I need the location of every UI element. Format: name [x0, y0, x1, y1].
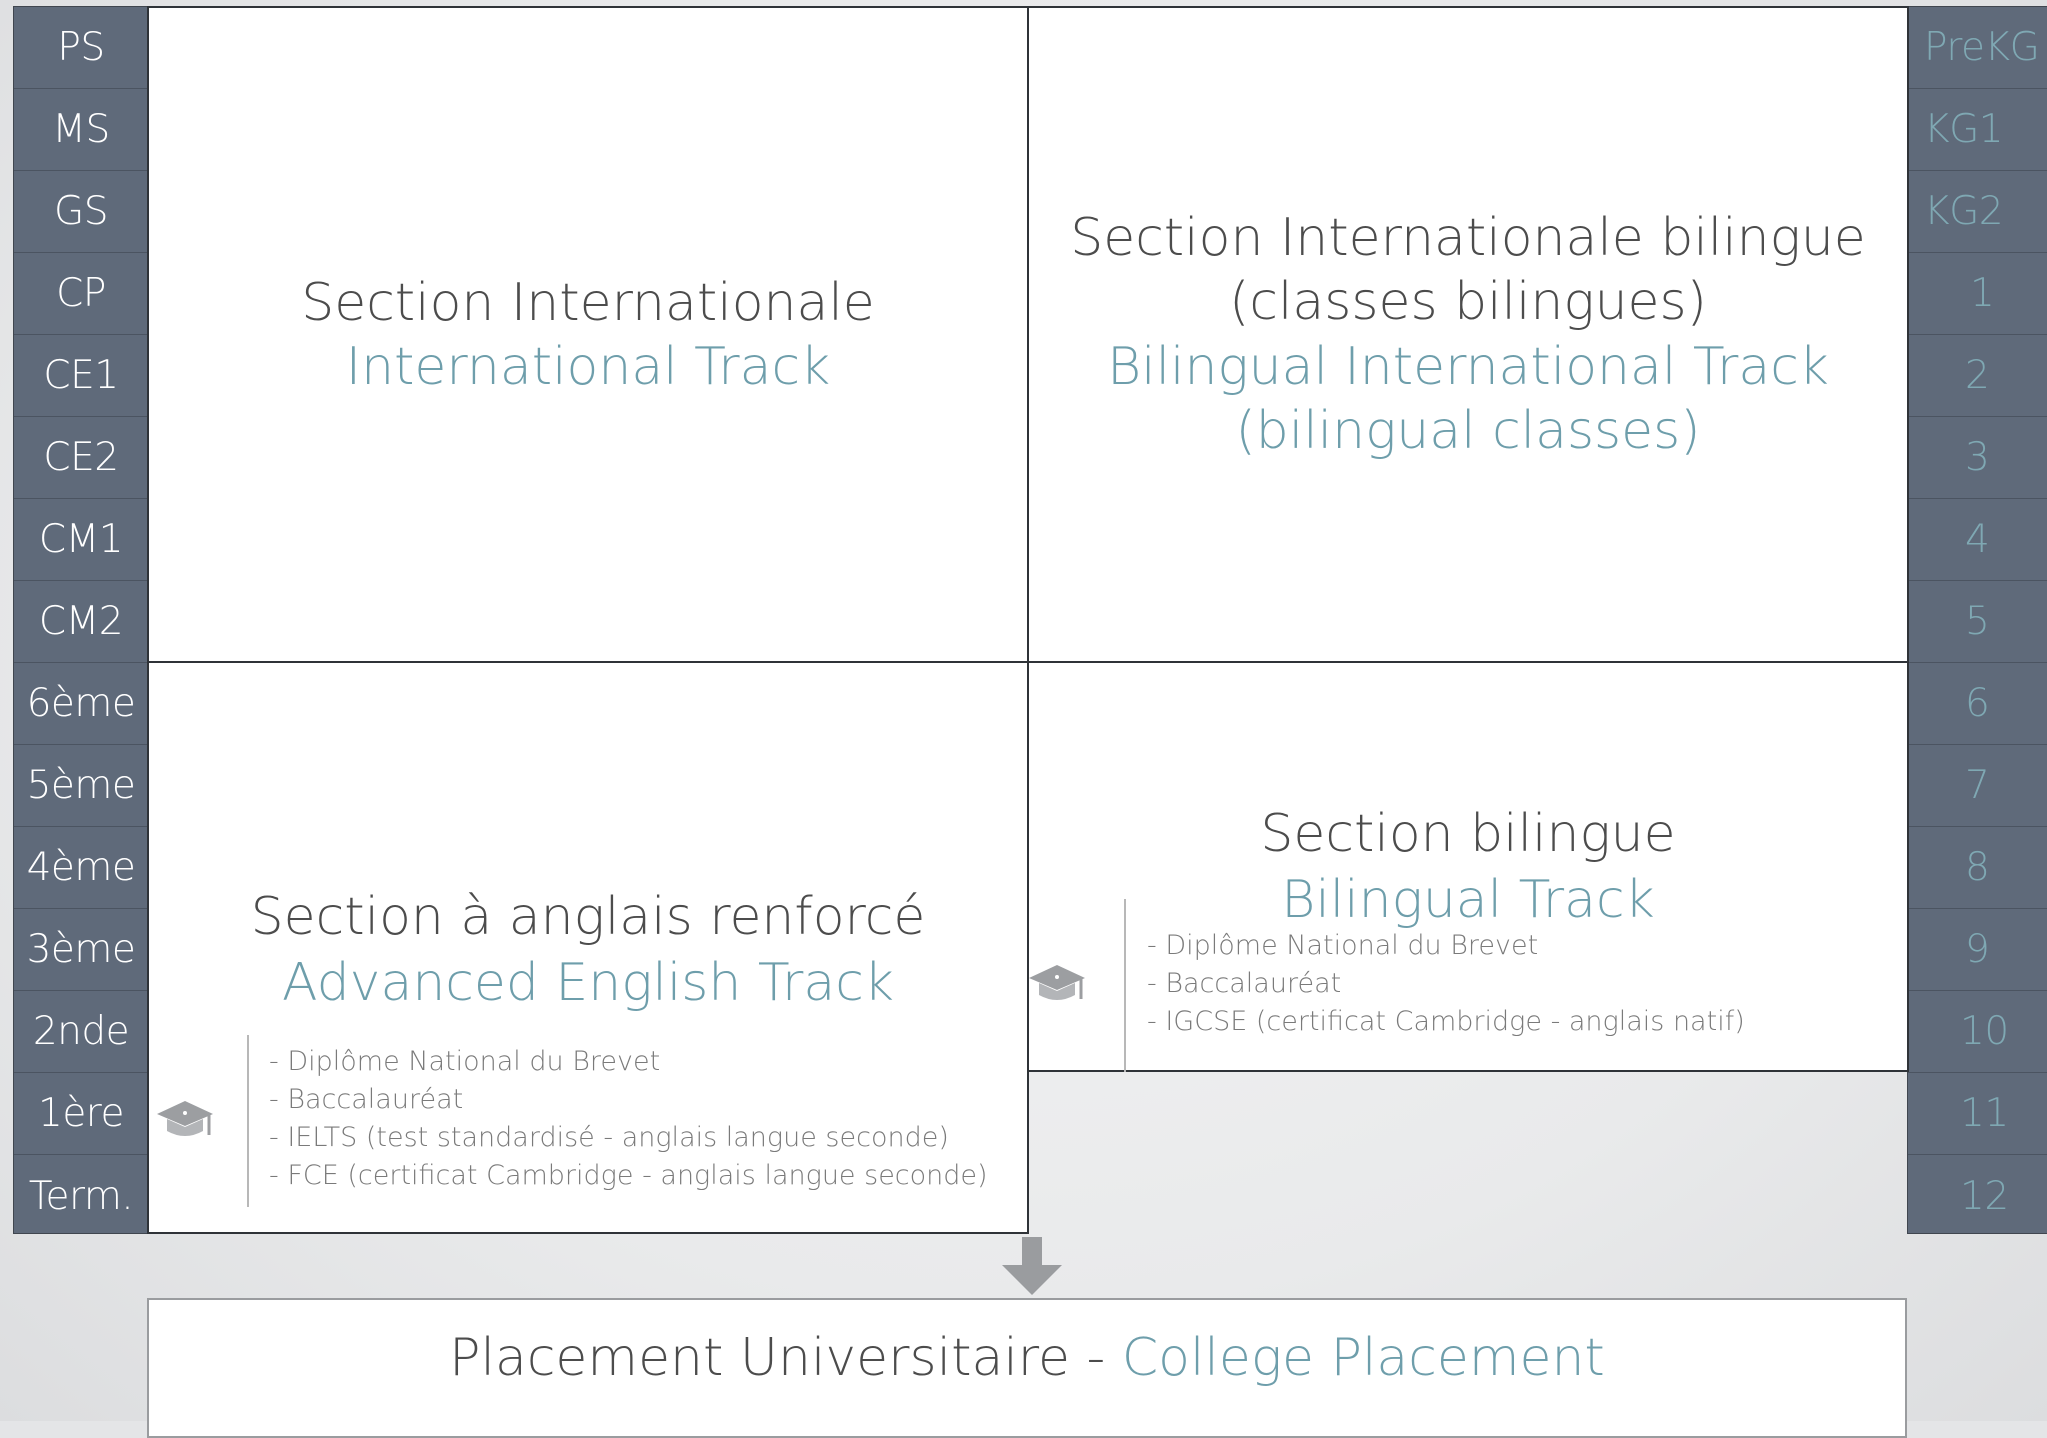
- international-bilingual-subtitle-fr: (classes bilingues): [1229, 272, 1707, 332]
- diploma-item: - IGCSE (certificat Cambridge - anglais …: [1147, 1006, 1745, 1037]
- grade-label: 10: [1908, 991, 2047, 1073]
- international-bilingual-title-en: Bilingual International Track: [1107, 337, 1829, 397]
- college-placement-fr: Placement Universitaire -: [449, 1328, 1122, 1388]
- arrow-down-icon: [1002, 1237, 1062, 1295]
- grade-label: GS: [14, 171, 148, 253]
- diploma-divider: [247, 1035, 249, 1207]
- graduation-cap-icon: [1029, 965, 1085, 1000]
- advanced-english-section-box: Section à anglais renforcé Advanced Engl…: [147, 661, 1029, 1234]
- grade-label: 5ème: [14, 745, 148, 827]
- grade-label: 7: [1908, 745, 2047, 827]
- grade-label: 3ème: [14, 909, 148, 991]
- bilingual-section-box: Section bilingue Bilingual Track - Diplô…: [1027, 661, 1909, 1072]
- grade-label: CP: [14, 253, 148, 335]
- grade-label: 11: [1908, 1073, 2047, 1155]
- grade-label: MS: [14, 89, 148, 171]
- grade-label: 12: [1960, 1173, 2009, 1219]
- grade-label: 2nde: [14, 991, 148, 1073]
- grade-label: CM2: [14, 581, 148, 663]
- grade-label: 6ème: [14, 663, 148, 745]
- diploma-item: - Diplôme National du Brevet: [269, 1046, 661, 1077]
- international-title-en: International Track: [345, 337, 831, 397]
- grade-label: PS: [14, 7, 148, 89]
- advanced-english-title-en: Advanced English Track: [282, 953, 894, 1013]
- graduation-cap-icon: [157, 1101, 213, 1136]
- grade-label: Term.: [28, 1173, 134, 1219]
- international-section-box: Section Internationale International Tra…: [147, 6, 1029, 663]
- grade-label: 3: [1908, 417, 2047, 499]
- grade-label: KG2: [1908, 171, 2047, 253]
- college-placement-title: Placement Universitaire - College Placem…: [149, 1326, 1905, 1390]
- grade-label: 8: [1908, 827, 2047, 909]
- bilingual-title-en: Bilingual Track: [1281, 870, 1655, 930]
- grade-label: 1ère: [14, 1073, 148, 1155]
- grade-label: 2: [1908, 335, 2047, 417]
- grade-label: 5: [1908, 581, 2047, 663]
- international-bilingual-section-box: Section Internationale bilingue (classes…: [1027, 6, 1909, 663]
- international-bilingual-subtitle-en: (bilingual classes): [1235, 401, 1701, 461]
- college-placement-box: Placement Universitaire - College Placem…: [147, 1298, 1907, 1438]
- diploma-item: - Diplôme National du Brevet: [1147, 930, 1539, 961]
- grade-label: CE2: [14, 417, 148, 499]
- diploma-divider: [1124, 899, 1126, 1072]
- grade-label: CE1: [14, 335, 148, 417]
- grade-label: CM1: [14, 499, 148, 581]
- grade-label: PreKG: [1908, 7, 2047, 89]
- international-title-fr: Section Internationale: [301, 273, 875, 333]
- advanced-english-title-fr: Section à anglais renforcé: [250, 887, 926, 947]
- grade-label: 9: [1908, 909, 2047, 991]
- grade-label: KG1: [1908, 89, 2047, 171]
- diploma-item: - FCE (certificat Cambridge - anglais la…: [269, 1160, 988, 1191]
- grade-label: 1: [1908, 253, 2047, 335]
- college-placement-en: College Placement: [1121, 1328, 1605, 1388]
- grade-label: 6: [1908, 663, 2047, 745]
- diploma-item: - Baccalauréat: [269, 1084, 464, 1115]
- us-grade-column: PreKG KG1 KG2 1 2 3 4 5 6 7 8 9 10 11 12: [1907, 6, 2047, 1234]
- grade-label: 4: [1908, 499, 2047, 581]
- international-bilingual-title-fr: Section Internationale bilingue: [1070, 208, 1866, 268]
- french-grade-column: PS MS GS CP CE1 CE2 CM1 CM2 6ème 5ème 4è…: [13, 6, 149, 1234]
- diploma-item: - Baccalauréat: [1147, 968, 1342, 999]
- grade-label: 4ème: [14, 827, 148, 909]
- bilingual-title-fr: Section bilingue: [1260, 804, 1676, 864]
- diploma-item: - IELTS (test standardisé - anglais lang…: [269, 1122, 949, 1153]
